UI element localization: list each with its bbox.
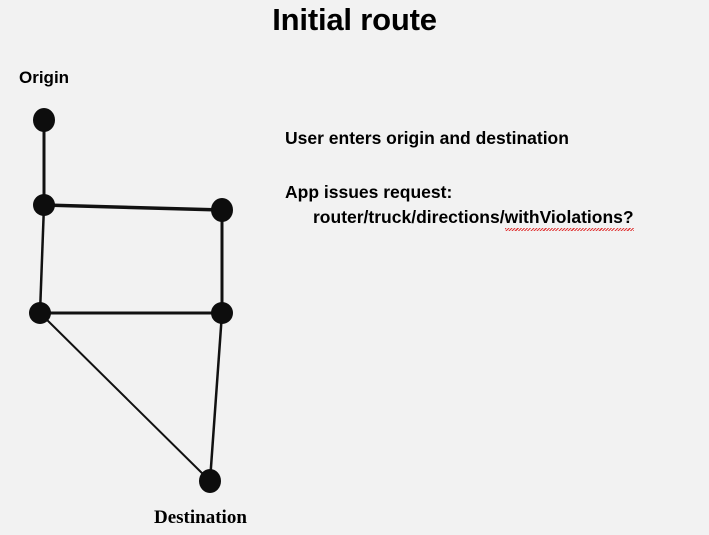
page-title: Initial route — [272, 2, 437, 37]
graph-nodes — [29, 108, 233, 493]
notes-block: User enters origin and destination App i… — [285, 128, 709, 230]
edge-n2-n4 — [38, 203, 46, 315]
note-user-enters: User enters origin and destination — [285, 128, 569, 148]
waypoint-node-3 — [211, 198, 233, 222]
edge-n2-n3 — [42, 203, 224, 212]
destination-node — [199, 469, 221, 493]
graph-edges — [38, 118, 224, 483]
origin-label: Origin — [19, 68, 70, 87]
waypoint-node-4 — [29, 302, 51, 324]
waypoint-node-2 — [33, 194, 55, 216]
note-request-url: router/truck/directions/withViolations? — [285, 207, 709, 230]
origin-node — [33, 108, 55, 132]
edge-n4-dest — [39, 312, 211, 482]
waypoint-node-5 — [211, 302, 233, 324]
request-url-spellcheck-error: withViolations? — [504, 207, 634, 230]
request-url-prefix: router/truck/directions/ — [313, 207, 505, 227]
edge-n5-dest — [208, 311, 224, 483]
note-request-block: App issues request: router/truck/directi… — [285, 181, 709, 230]
note-app-issues-request: App issues request: — [285, 181, 453, 202]
destination-label: Destination — [154, 507, 247, 528]
